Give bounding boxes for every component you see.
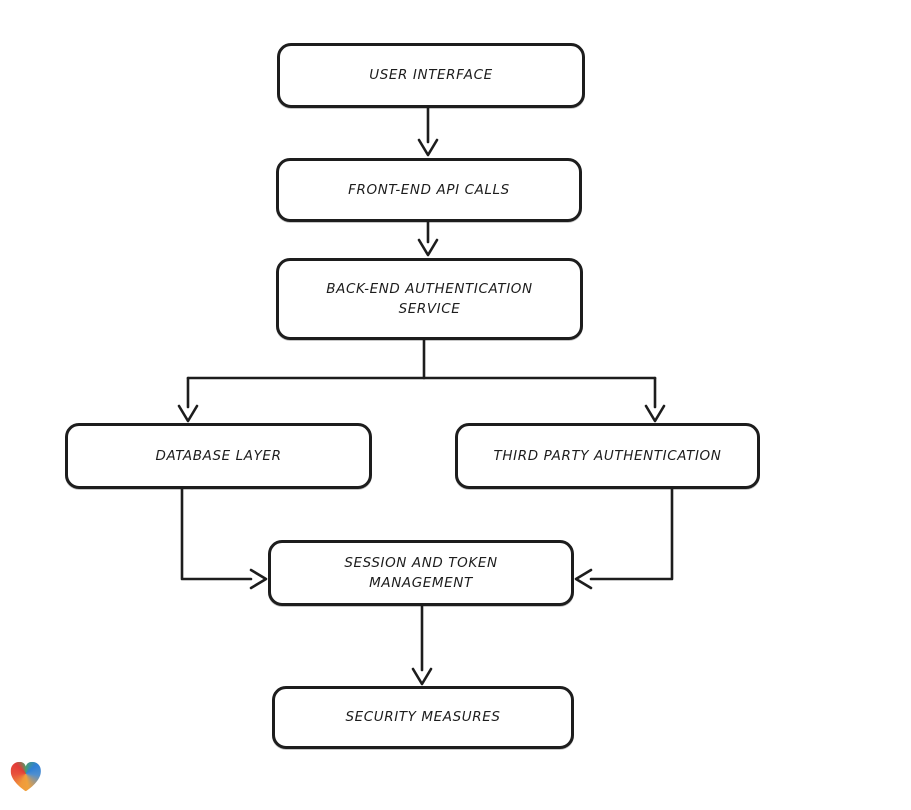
node-label: SECURITY MEASURES (345, 709, 501, 726)
edge-front-end-to-back-end (417, 220, 439, 257)
edge-database-to-session (180, 487, 268, 590)
node-back-end-authentication-service: BACK-END AUTHENTICATION SERVICE (276, 258, 583, 340)
node-security-measures: SECURITY MEASURES (272, 686, 574, 749)
node-session-and-token-management: SESSION AND TOKEN MANAGEMENT (268, 540, 574, 606)
node-user-interface: USER INTERFACE (277, 43, 585, 108)
node-database-layer: DATABASE LAYER (65, 423, 372, 489)
brand-watermark[interactable] (9, 761, 43, 793)
edge-back-end-branch (177, 338, 666, 423)
edge-third-party-to-session (574, 487, 674, 590)
node-third-party-authentication: THIRD PARTY AUTHENTICATION (455, 423, 760, 489)
node-label: THIRD PARTY AUTHENTICATION (493, 447, 722, 464)
node-front-end-api-calls: FRONT-END API CALLS (276, 158, 582, 222)
node-label: SESSION AND TOKEN MANAGEMENT (344, 554, 498, 591)
heart-icon (9, 761, 43, 793)
node-label: USER INTERFACE (369, 67, 493, 84)
edge-session-to-security (411, 604, 433, 686)
node-label: DATABASE LAYER (155, 447, 282, 464)
edge-user-interface-to-front-end (417, 106, 439, 157)
node-label: BACK-END AUTHENTICATION SERVICE (326, 280, 533, 317)
node-label: FRONT-END API CALLS (348, 181, 510, 198)
